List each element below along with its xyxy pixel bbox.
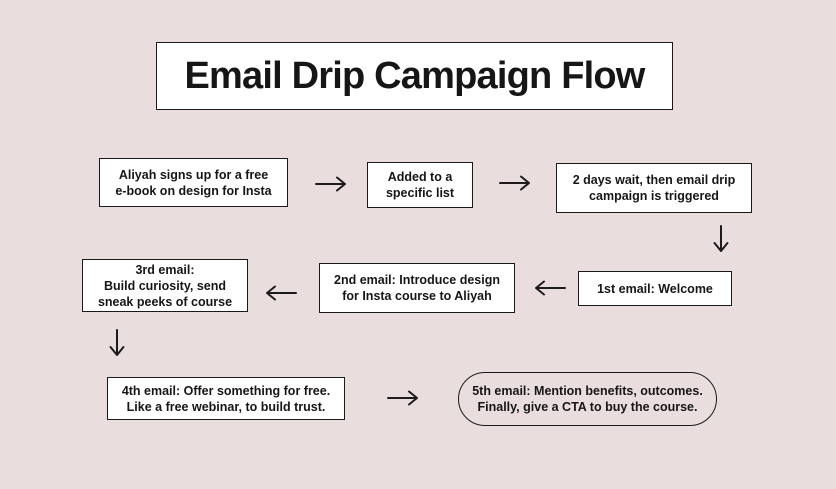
node-text: campaign is triggered	[589, 189, 719, 203]
node-text: sneak peeks of course	[97, 294, 233, 309]
node-text: 2 days wait, then email drip	[572, 173, 736, 187]
node-text: Added to a	[387, 170, 453, 184]
node-text: Build curiosity, send	[103, 278, 226, 293]
flow-node-wait: 2 days wait, then email drip campaign is…	[556, 163, 752, 213]
diagram-title: Email Drip Campaign Flow	[156, 42, 673, 110]
node-text: 2nd email: Introduce design	[334, 273, 500, 287]
flow-node-email4: 4th email: Offer something for free. Lik…	[107, 377, 345, 420]
node-text: for Insta course to Aliyah	[342, 289, 492, 303]
flow-node-list: Added to a specific list	[367, 162, 473, 208]
flow-node-email5: 5th email: Mention benefits, outcomes. F…	[458, 372, 717, 426]
flow-node-email1: 1st email: Welcome	[578, 271, 732, 306]
node-text: Finally, give a CTA to buy the course.	[477, 400, 698, 414]
node-text: 4th email: Offer something for free.	[121, 383, 331, 398]
right-arrow-icon	[386, 389, 420, 407]
node-text: 1st email: Welcome	[597, 281, 713, 296]
node-text: 5th email: Mention benefits, outcomes.	[472, 384, 703, 398]
right-arrow-icon	[314, 175, 348, 193]
left-arrow-icon	[264, 284, 298, 302]
node-text: Like a free webinar, to build trust.	[126, 399, 326, 414]
down-arrow-icon	[108, 328, 126, 358]
node-text: specific list	[385, 186, 455, 200]
left-arrow-icon	[533, 279, 567, 297]
flow-node-email2: 2nd email: Introduce design for Insta co…	[319, 263, 515, 313]
flow-node-email3: 3rd email: Build curiosity, send sneak p…	[82, 259, 248, 312]
node-text: 3rd email:	[135, 262, 195, 277]
node-text: e-book on design for Insta	[115, 183, 272, 198]
flow-node-signup: Aliyah signs up for a free e-book on des…	[99, 158, 288, 207]
right-arrow-icon	[498, 174, 532, 192]
down-arrow-icon	[712, 224, 730, 254]
node-text: Aliyah signs up for a free	[118, 167, 269, 182]
